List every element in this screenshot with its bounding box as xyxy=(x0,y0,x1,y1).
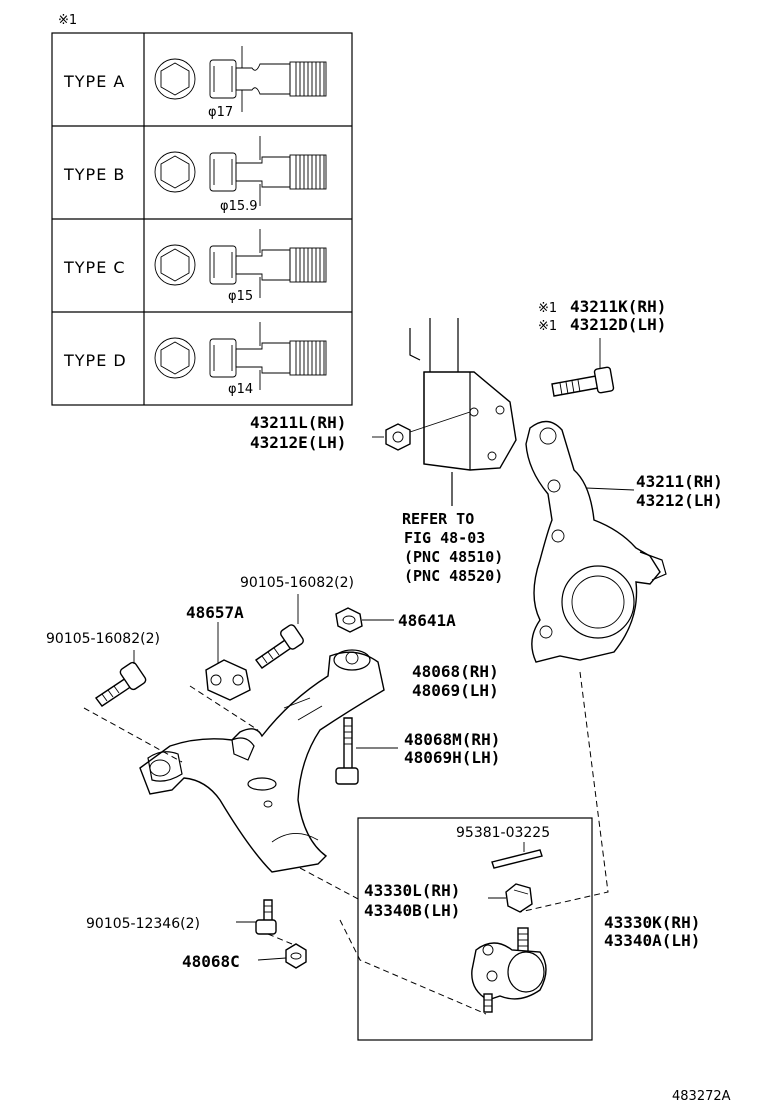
label-48641a: 48641A xyxy=(398,611,456,630)
thread-lines xyxy=(289,61,327,97)
hex-icon xyxy=(160,341,190,375)
rear-bushing xyxy=(147,751,183,782)
bolt-head xyxy=(280,624,304,650)
bolt-head xyxy=(593,366,615,394)
label-43211l-rh: 43211L(RH) xyxy=(250,413,346,432)
label-43330l-rh: 43330L(RH) xyxy=(364,881,460,900)
hub-bolt-type-table: ※1 TYPE A φ17 TYPE B xyxy=(51,13,353,406)
strut-nut xyxy=(372,411,471,451)
label-48657a: 48657A xyxy=(186,603,244,622)
arm-body xyxy=(139,651,385,873)
bolt-48068m xyxy=(335,717,398,785)
label-48069h-lh: 48069H(LH) xyxy=(404,748,500,767)
thread-lines xyxy=(289,247,327,283)
lower-nut-48068c xyxy=(257,943,307,969)
label-43211k-rh: 43211K(RH) xyxy=(570,297,666,316)
label-48068m-rh: 48068M(RH) xyxy=(404,730,500,749)
bracket-bolt-left xyxy=(94,650,147,707)
part-labels: ※1 43211K(RH) ※1 43212D(LH) 43211L(RH) 4… xyxy=(46,297,731,1104)
ball-joint-detail-box xyxy=(357,817,593,1041)
castle-nut xyxy=(488,883,533,913)
type-row-c: TYPE C φ15 xyxy=(63,229,327,304)
label-95381-03225: 95381-03225 xyxy=(456,825,550,841)
type-diameter: φ15.9 xyxy=(220,199,258,214)
type-row-d: TYPE D φ14 xyxy=(63,322,327,397)
label-48069-lh: 48069(LH) xyxy=(412,681,499,700)
steering-knuckle-drawing xyxy=(525,420,667,663)
label-90105-12346: 90105-12346(2) xyxy=(86,916,200,932)
type-row-a: TYPE A φ17 xyxy=(63,46,327,120)
hub-bolt-head-icon xyxy=(154,58,196,100)
label-bolt-upper-left: 90105-16082(2) xyxy=(46,631,160,647)
refer-line-1: REFER TO xyxy=(402,510,474,528)
hub-bolt-head-icon xyxy=(154,337,196,379)
type-diameter: φ17 xyxy=(208,105,233,120)
knuckle-body xyxy=(525,420,661,663)
alignment-lines xyxy=(83,671,609,1015)
refer-line-3: (PNC 48510) xyxy=(404,548,503,566)
strut-assembly-drawing xyxy=(409,318,517,506)
type-diameter: φ15 xyxy=(228,289,253,304)
bracket-48657a xyxy=(205,622,251,701)
type-diameter: φ14 xyxy=(228,382,253,397)
label-48068-rh: 48068(RH) xyxy=(412,662,499,681)
bolt-head xyxy=(119,661,147,691)
label-43212-lh: 43212(LH) xyxy=(636,491,723,510)
label-43211-rh: 43211(RH) xyxy=(636,472,723,491)
lower-control-arm-drawing xyxy=(139,649,385,873)
lower-bolt-90105-12346 xyxy=(236,899,277,935)
label-bolt-upper-right: 90105-16082(2) xyxy=(240,575,354,591)
label-43340b-lh: 43340B(LH) xyxy=(364,901,460,920)
label-43330k-rh: 43330K(RH) xyxy=(604,913,700,932)
bracket-bolt-right xyxy=(255,594,304,669)
nut-48641a xyxy=(335,607,394,633)
type-label: TYPE C xyxy=(63,258,126,277)
label-43340a-lh: 43340A(LH) xyxy=(604,931,700,950)
thread-lines xyxy=(289,340,327,376)
hex-icon xyxy=(160,155,190,189)
hub-bolt-head-icon xyxy=(154,151,196,193)
note-mark: ※1 xyxy=(538,319,557,334)
bolt-shank xyxy=(235,156,291,188)
ball-joint xyxy=(471,927,547,1013)
refer-line-4: (PNC 48520) xyxy=(404,567,503,585)
note-mark: ※1 xyxy=(58,13,77,28)
type-label: TYPE D xyxy=(63,351,127,370)
cotter-pin xyxy=(491,842,543,869)
bolt-head xyxy=(255,919,277,935)
type-row-b: TYPE B φ15.9 xyxy=(63,136,327,214)
hex-icon xyxy=(160,62,190,96)
bolt-head xyxy=(335,767,359,785)
note-mark: ※1 xyxy=(538,301,557,316)
bolt-shank xyxy=(235,63,291,95)
front-bushing xyxy=(333,649,371,671)
label-48068c: 48068C xyxy=(182,952,240,971)
bolt-shank xyxy=(235,249,291,281)
bolt-shank xyxy=(235,342,291,374)
refer-line-2: FIG 48-03 xyxy=(404,529,485,547)
type-label: TYPE A xyxy=(63,72,125,91)
strut-bolt xyxy=(551,338,615,397)
figure-id: 483272A xyxy=(672,1089,731,1104)
label-43212d-lh: 43212D(LH) xyxy=(570,315,666,334)
hub-bolt-head-icon xyxy=(154,244,196,286)
type-label: TYPE B xyxy=(63,165,125,184)
label-43212e-lh: 43212E(LH) xyxy=(250,433,346,452)
hex-icon xyxy=(160,248,190,282)
thread-lines xyxy=(289,154,327,190)
